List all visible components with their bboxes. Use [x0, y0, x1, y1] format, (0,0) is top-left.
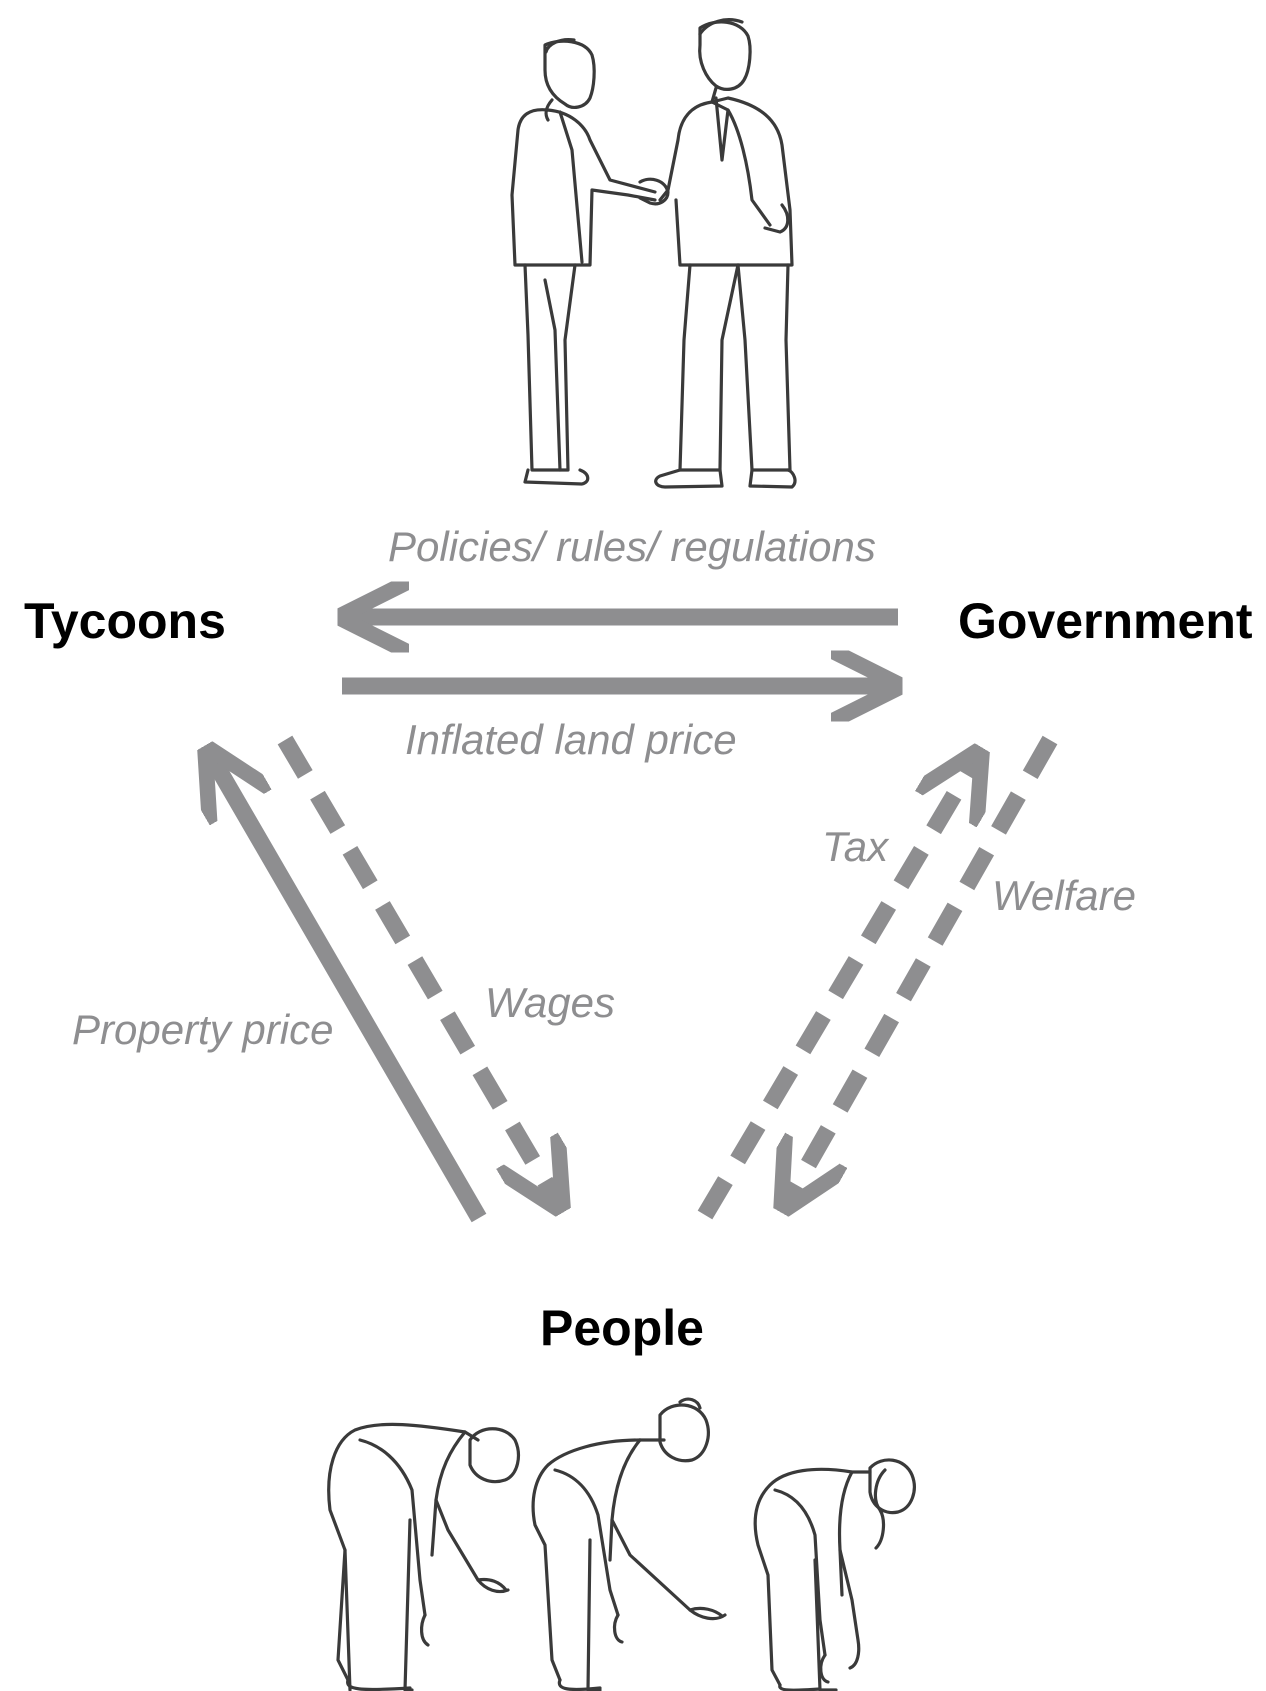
- label-inflated-land-price: Inflated land price: [405, 716, 737, 763]
- label-property-price: Property price: [72, 1006, 333, 1053]
- label-welfare: Welfare: [992, 872, 1136, 919]
- arrow-welfare: [788, 735, 1058, 1200]
- handshake-illustration: [510, 18, 797, 489]
- bowing-people-illustration: [327, 1397, 916, 1691]
- flow-arrows: [212, 617, 1058, 1223]
- node-government: Government: [958, 593, 1253, 649]
- label-wages: Wages: [485, 979, 615, 1026]
- label-policies: Policies/ rules/ regulations: [388, 523, 876, 570]
- arrow-tax: [697, 760, 975, 1220]
- node-tycoons: Tycoons: [24, 593, 226, 649]
- arrow-property-price: [212, 758, 487, 1223]
- arrow-wages: [277, 735, 556, 1200]
- node-people: People: [540, 1300, 704, 1356]
- label-tax: Tax: [822, 823, 890, 870]
